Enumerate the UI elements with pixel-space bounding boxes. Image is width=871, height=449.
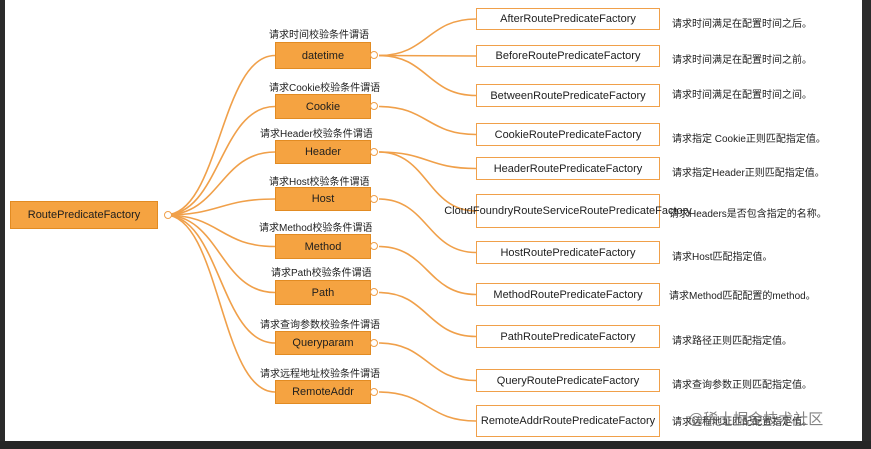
root-node[interactable]: RoutePredicateFactory xyxy=(10,201,158,229)
edge-path-path xyxy=(378,291,477,338)
collapse-knob-header[interactable] xyxy=(370,148,378,156)
factory-desc-header: 请求指定Header正则匹配指定值。 xyxy=(672,168,825,179)
factory-node-method[interactable]: MethodRoutePredicateFactory xyxy=(476,283,660,306)
edge-root-queryparam xyxy=(164,214,276,344)
category-caption-header: 请求Header校验条件谓语 xyxy=(260,129,373,140)
factory-desc-host: 请求Host匹配指定值。 xyxy=(672,252,773,263)
factory-node-remoteaddr[interactable]: RemoteAddrRoutePredicateFactory xyxy=(476,405,660,437)
watermark-text: @稀土掘金技术社区 xyxy=(688,411,824,428)
edge-header-cloudfoundry xyxy=(378,151,477,212)
factory-node-query[interactable]: QueryRoutePredicateFactory xyxy=(476,369,660,392)
edge-root-host xyxy=(164,198,276,216)
edge-root-path xyxy=(164,214,276,294)
factory-node-host[interactable]: HostRoutePredicateFactory xyxy=(476,241,660,264)
category-node-remoteaddr[interactable]: RemoteAddr xyxy=(275,380,371,404)
edge-root-cookie xyxy=(164,105,276,216)
collapse-knob-root[interactable] xyxy=(164,211,172,219)
edge-root-method xyxy=(164,214,276,248)
collapse-knob-method[interactable] xyxy=(370,242,378,250)
factory-desc-cookie: 请求指定 Cookie正则匹配指定值。 xyxy=(672,134,826,145)
edge-root-datetime xyxy=(164,54,276,216)
category-node-path[interactable]: Path xyxy=(275,280,371,305)
edge-queryparam-query xyxy=(378,342,477,382)
edge-header-header xyxy=(378,151,477,170)
collapse-knob-datetime[interactable] xyxy=(370,51,378,59)
mindmap-canvas: RoutePredicateFactory 请求时间校验条件谓语 datetim… xyxy=(5,0,862,441)
edge-datetime-between xyxy=(378,54,477,97)
factory-node-after[interactable]: AfterRoutePredicateFactory xyxy=(476,8,660,30)
collapse-knob-path[interactable] xyxy=(370,288,378,296)
category-node-host[interactable]: Host xyxy=(275,187,371,211)
factory-node-cloudfoundry[interactable]: CloudFoundryRouteServiceRoutePredicateFa… xyxy=(444,194,692,228)
collapse-knob-remoteaddr[interactable] xyxy=(370,388,378,396)
factory-desc-cloudfoundry: 请求Headers是否包含指定的名称。 xyxy=(669,209,827,220)
category-caption-datetime: 请求时间校验条件谓语 xyxy=(269,30,369,41)
edge-datetime-before xyxy=(378,54,477,57)
category-caption-cookie: 请求Cookie校验条件谓语 xyxy=(269,83,381,94)
edge-remoteaddr-remoteaddr xyxy=(378,391,477,422)
category-caption-queryparam: 请求查询参数校验条件谓语 xyxy=(260,320,380,331)
factory-desc-remoteaddr: 请求远程地址匹配配置指定值。 xyxy=(672,417,812,428)
category-caption-path: 请求Path校验条件谓语 xyxy=(271,268,372,279)
factory-node-between[interactable]: BetweenRoutePredicateFactory xyxy=(476,84,660,107)
category-caption-host: 请求Host校验条件谓语 xyxy=(269,177,370,188)
collapse-knob-cookie[interactable] xyxy=(370,102,378,110)
factory-desc-before: 请求时间满足在配置时间之前。 xyxy=(672,55,812,66)
collapse-knob-queryparam[interactable] xyxy=(370,339,378,347)
category-node-header[interactable]: Header xyxy=(275,140,371,164)
edge-cookie-cookie xyxy=(378,105,477,136)
edge-datetime-after xyxy=(378,18,477,57)
factory-node-path[interactable]: PathRoutePredicateFactory xyxy=(476,325,660,348)
edge-host-host xyxy=(378,198,477,254)
bottom-bar xyxy=(0,441,871,449)
connector-lines xyxy=(164,18,477,422)
edge-method-method xyxy=(378,245,477,296)
factory-node-header[interactable]: HeaderRoutePredicateFactory xyxy=(476,157,660,180)
category-caption-method: 请求Method校验条件谓语 xyxy=(259,223,373,234)
category-node-datetime[interactable]: datetime xyxy=(275,42,371,69)
factory-desc-method: 请求Method匹配配置的method。 xyxy=(669,291,816,302)
category-node-queryparam[interactable]: Queryparam xyxy=(275,331,371,355)
factory-node-cookie[interactable]: CookieRoutePredicateFactory xyxy=(476,123,660,146)
factory-desc-path: 请求路径正则匹配指定值。 xyxy=(672,336,792,347)
category-caption-remoteaddr: 请求远程地址校验条件谓语 xyxy=(260,369,380,380)
category-node-cookie[interactable]: Cookie xyxy=(275,94,371,119)
factory-desc-query: 请求查询参数正则匹配指定值。 xyxy=(672,380,812,391)
edge-root-header xyxy=(164,151,276,216)
category-node-method[interactable]: Method xyxy=(275,234,371,259)
edge-root-remoteaddr xyxy=(164,214,276,393)
factory-node-before[interactable]: BeforeRoutePredicateFactory xyxy=(476,45,660,67)
collapse-knob-host[interactable] xyxy=(370,195,378,203)
factory-desc-between: 请求时间满足在配置时间之间。 xyxy=(672,90,812,101)
factory-desc-after: 请求时间满足在配置时间之后。 xyxy=(672,19,812,30)
